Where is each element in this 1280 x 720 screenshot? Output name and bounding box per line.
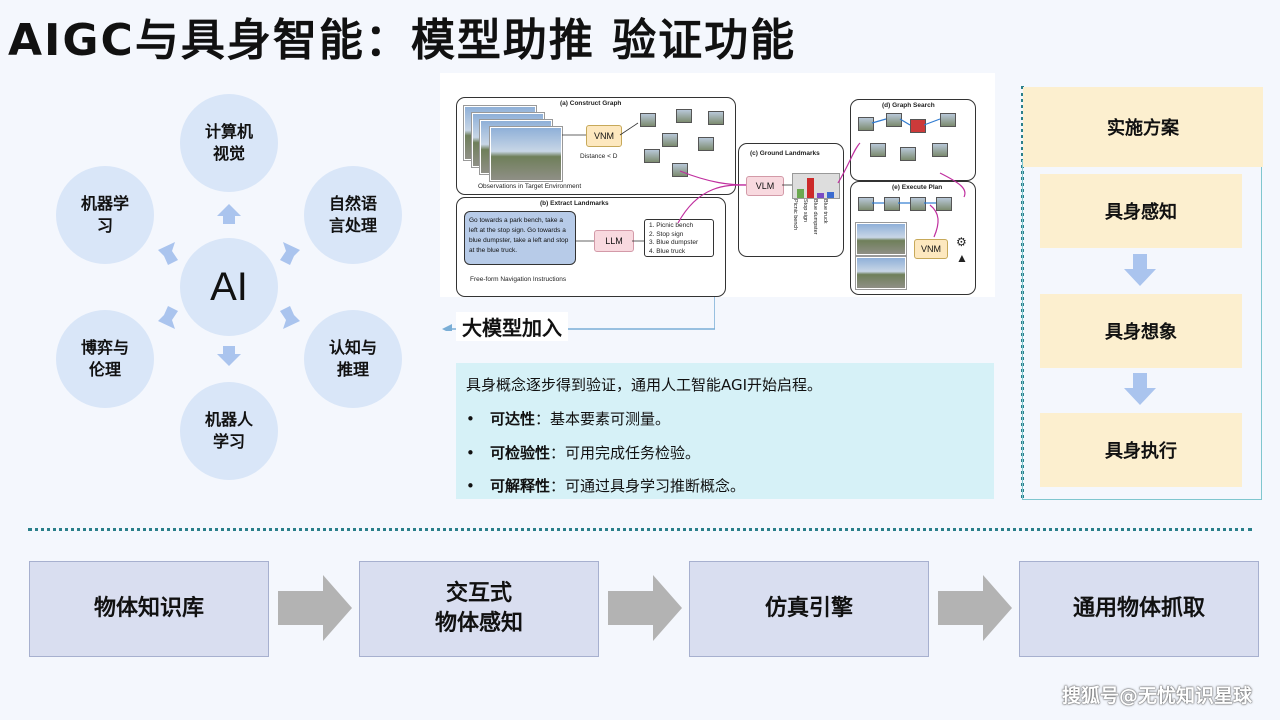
arrow-left-icon <box>442 324 452 331</box>
graph-search-panel <box>850 99 976 181</box>
vlm-box: VLM <box>746 176 784 196</box>
graph-node <box>672 163 688 177</box>
info-box: 具身概念逐步得到验证，通用人工智能AGI开始启程。 •可达性：基本要素可测量。 … <box>456 363 994 499</box>
landmark-item: 1. Picnic bench <box>649 222 694 229</box>
landmark-list: 1. Picnic bench 2. Stop sign 3. Blue dum… <box>644 219 714 257</box>
figure-connectors <box>562 118 966 242</box>
observations-label: Observations in Target Environment <box>478 183 582 190</box>
big-model-label: 大模型加入 <box>456 312 568 341</box>
watermark: 搜狐号@无忧知识星球 <box>1061 685 1252 707</box>
graph-node-highlight <box>910 119 926 133</box>
graph-search-label: (d) Graph Search <box>882 102 935 109</box>
graph-node <box>932 143 948 157</box>
bar-stop-sign <box>807 178 814 198</box>
robot-icon: ⚙ <box>956 235 967 249</box>
navigation-pipeline-figure: (a) Construct Graph Observations in Targ… <box>440 73 995 297</box>
arrow-lower-right-icon <box>280 306 300 329</box>
graph-node <box>644 149 660 163</box>
node-computer-vision: 计算机视觉 <box>180 94 278 192</box>
graph-node <box>910 197 926 211</box>
free-form-label: Free-form Navigation Instructions <box>470 276 567 283</box>
graph-node <box>900 147 916 161</box>
bar-label: Picnic bench <box>792 199 798 231</box>
bullet-dot-icon: • <box>466 410 475 428</box>
arrow-lower-left-icon <box>158 306 178 329</box>
plan-step-perception: 具身感知 <box>1040 174 1242 248</box>
node-game-ethics: 博弈与伦理 <box>56 310 154 408</box>
extract-landmarks-label: (b) Extract Landmarks <box>540 200 609 207</box>
arrow-right-icon <box>608 575 682 641</box>
graph-node <box>858 197 874 211</box>
wheel-arrows <box>158 204 300 366</box>
flow-step-object-knowledge: 物体知识库 <box>29 561 269 657</box>
plan-step-imagination: 具身想象 <box>1040 294 1242 368</box>
execute-plan-label: (e) Execute Plan <box>892 184 943 191</box>
bar-blue-truck <box>827 192 834 198</box>
arrow-upper-left-icon <box>158 242 178 265</box>
graph-node <box>884 197 900 211</box>
graph-node <box>662 133 678 147</box>
graph-node <box>870 143 886 157</box>
landmark-item: 2. Stop sign <box>649 230 684 238</box>
graph-node <box>708 111 724 125</box>
vnm-box: VNM <box>586 125 622 147</box>
bar-label: Blue truck <box>822 199 828 224</box>
bullet-item: •可检验性：可用完成任务检验。 <box>466 444 701 462</box>
bullet-item: •可达性：基本要素可测量。 <box>466 410 671 428</box>
info-intro: 具身概念逐步得到验证，通用人工智能AGI开始启程。 <box>466 376 823 394</box>
llm-box: LLM <box>594 230 634 252</box>
graph-node <box>936 197 952 211</box>
page-title: AIGC与具身智能：模型助推 验证功能 <box>8 15 797 66</box>
plan-step-execution: 具身执行 <box>1040 413 1242 487</box>
bar-picnic-bench <box>797 189 804 198</box>
bullet-dot-icon: • <box>466 444 475 462</box>
plan-camera-image <box>856 257 906 289</box>
arrow-upper-right-icon <box>280 242 300 265</box>
observation-image <box>490 127 562 181</box>
flow-step-interactive-perception: 交互式 物体感知 <box>359 561 599 657</box>
bar-blue-dumpster <box>817 193 824 198</box>
bar-label: Blue dumpster <box>812 199 818 235</box>
plan-header: 实施方案 <box>1023 87 1263 167</box>
graph-node <box>676 109 692 123</box>
vnm-execute-box: VNM <box>914 239 948 259</box>
distance-label: Distance < D <box>580 153 618 160</box>
graph-node <box>640 113 656 127</box>
flow-step-general-grasping: 通用物体抓取 <box>1019 561 1259 657</box>
ground-landmarks-panel <box>738 143 844 257</box>
graph-node <box>698 137 714 151</box>
arrow-right-icon <box>938 575 1012 641</box>
node-machine-learning: 机器学习 <box>56 166 154 264</box>
landmark-item: 4. Blue truck <box>649 247 686 255</box>
arrow-down-icon <box>1124 254 1156 286</box>
robot-dog-icon: ▲ <box>956 251 968 265</box>
plan-camera-image <box>856 223 906 255</box>
horizontal-separator <box>28 528 1252 531</box>
node-nlp: 自然语言处理 <box>304 166 402 264</box>
ground-landmarks-label: (c) Ground Landmarks <box>750 150 820 157</box>
bullet-dot-icon: • <box>466 477 475 495</box>
ai-center-circle: AI <box>180 238 278 336</box>
graph-node <box>858 117 874 131</box>
node-robot-learning: 机器人学习 <box>180 382 278 480</box>
arrow-up-icon <box>217 204 241 224</box>
arrow-down-icon <box>1124 373 1156 405</box>
flow-step-simulation-engine: 仿真引擎 <box>689 561 929 657</box>
arrow-down-icon <box>217 346 241 366</box>
node-cognition-reasoning: 认知与推理 <box>304 310 402 408</box>
arrow-right-icon <box>278 575 352 641</box>
bullet-item: •可解释性：可通过具身学习推断概念。 <box>466 477 746 495</box>
bar-label: Stop sign <box>802 199 808 222</box>
vlm-bar-chart <box>792 173 840 199</box>
construct-graph-label: (a) Construct Graph <box>560 100 622 107</box>
graph-node <box>940 113 956 127</box>
instruction-bubble: Go towards a park bench, take a left at … <box>464 211 576 265</box>
landmark-item: 3. Blue dumpster <box>649 239 699 246</box>
